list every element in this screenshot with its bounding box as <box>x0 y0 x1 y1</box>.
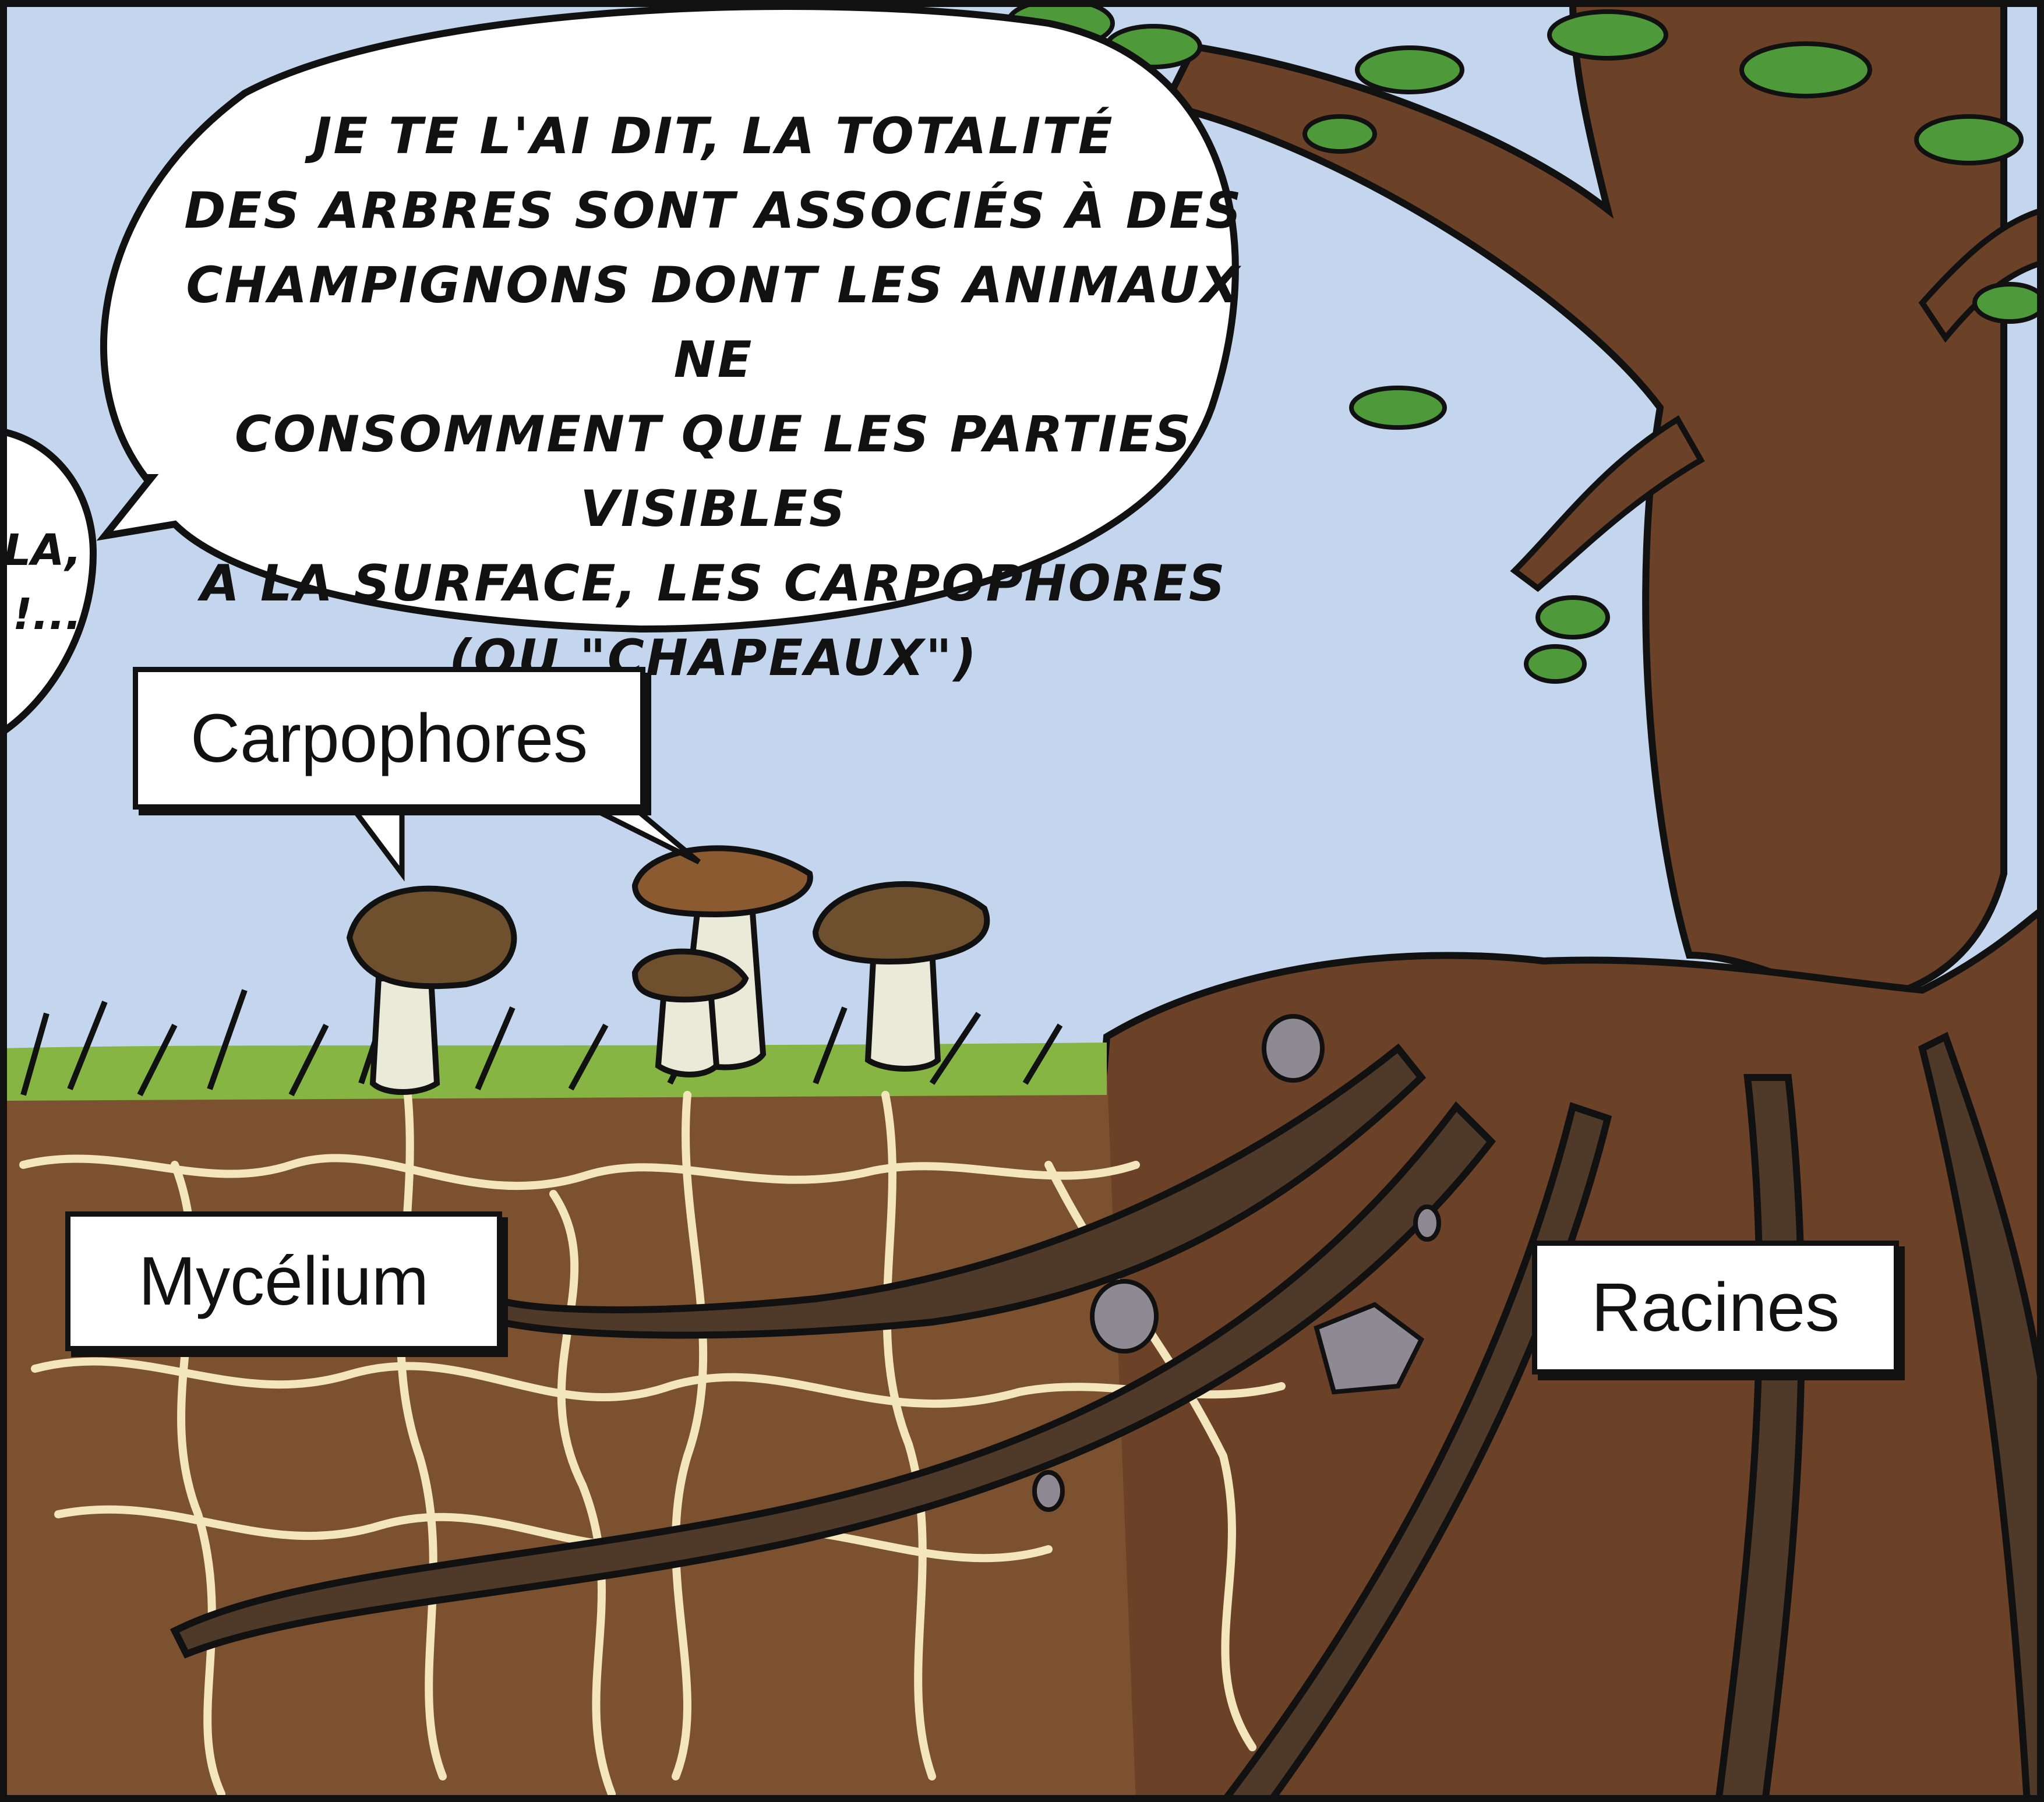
racines-label: Racines <box>1532 1241 1899 1375</box>
grass <box>0 1043 1107 1101</box>
mushroom-1 <box>346 885 517 1095</box>
mycelium-threads <box>19 1091 1286 1798</box>
tree-branch-right <box>1918 206 2044 343</box>
tree-leaves <box>1005 0 2044 684</box>
partial-left-bubble-text: LA, !... <box>3 525 82 639</box>
tree-branch-small <box>1510 415 1705 592</box>
soil-stones <box>1032 1014 1441 1512</box>
carpophores-label: Carpophores <box>133 667 645 810</box>
mycelium-label: Mycélium <box>65 1211 502 1351</box>
mushroom-3 <box>631 948 749 1077</box>
mushroom-4 <box>812 881 990 1072</box>
speech-bubble-text: Je te l'ai dit, la totalité des arbres s… <box>184 107 1243 687</box>
speech-bubble-shape <box>96 3 1239 633</box>
partial-left-bubble-shape <box>0 427 97 739</box>
